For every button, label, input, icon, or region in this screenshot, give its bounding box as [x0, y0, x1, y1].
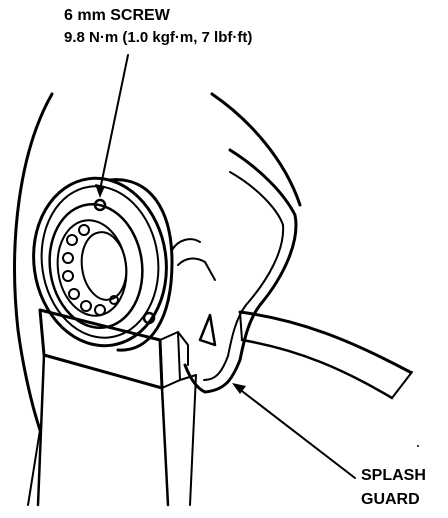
- screw-torque-label: 9.8 N·m (1.0 kgf·m, 7 lbf·ft): [64, 29, 253, 46]
- splash-guard-label-line2: GUARD: [361, 491, 420, 508]
- screw-marks: [93, 198, 156, 325]
- screw-leader-line: [95, 54, 129, 198]
- screw-name-label: 6 mm SCREW: [64, 7, 170, 24]
- control-arm: [238, 310, 413, 400]
- splash-guard-label-line1: SPLASH: [361, 467, 426, 484]
- splash-guard: [171, 148, 298, 394]
- speckle: [417, 445, 419, 447]
- upper-fender-arc: [210, 92, 302, 207]
- splash-guard-leader-line: [232, 383, 356, 479]
- suspension-block: [36, 308, 197, 507]
- fender-arc: [13, 92, 54, 506]
- hub-bolt-holes: [62, 224, 119, 316]
